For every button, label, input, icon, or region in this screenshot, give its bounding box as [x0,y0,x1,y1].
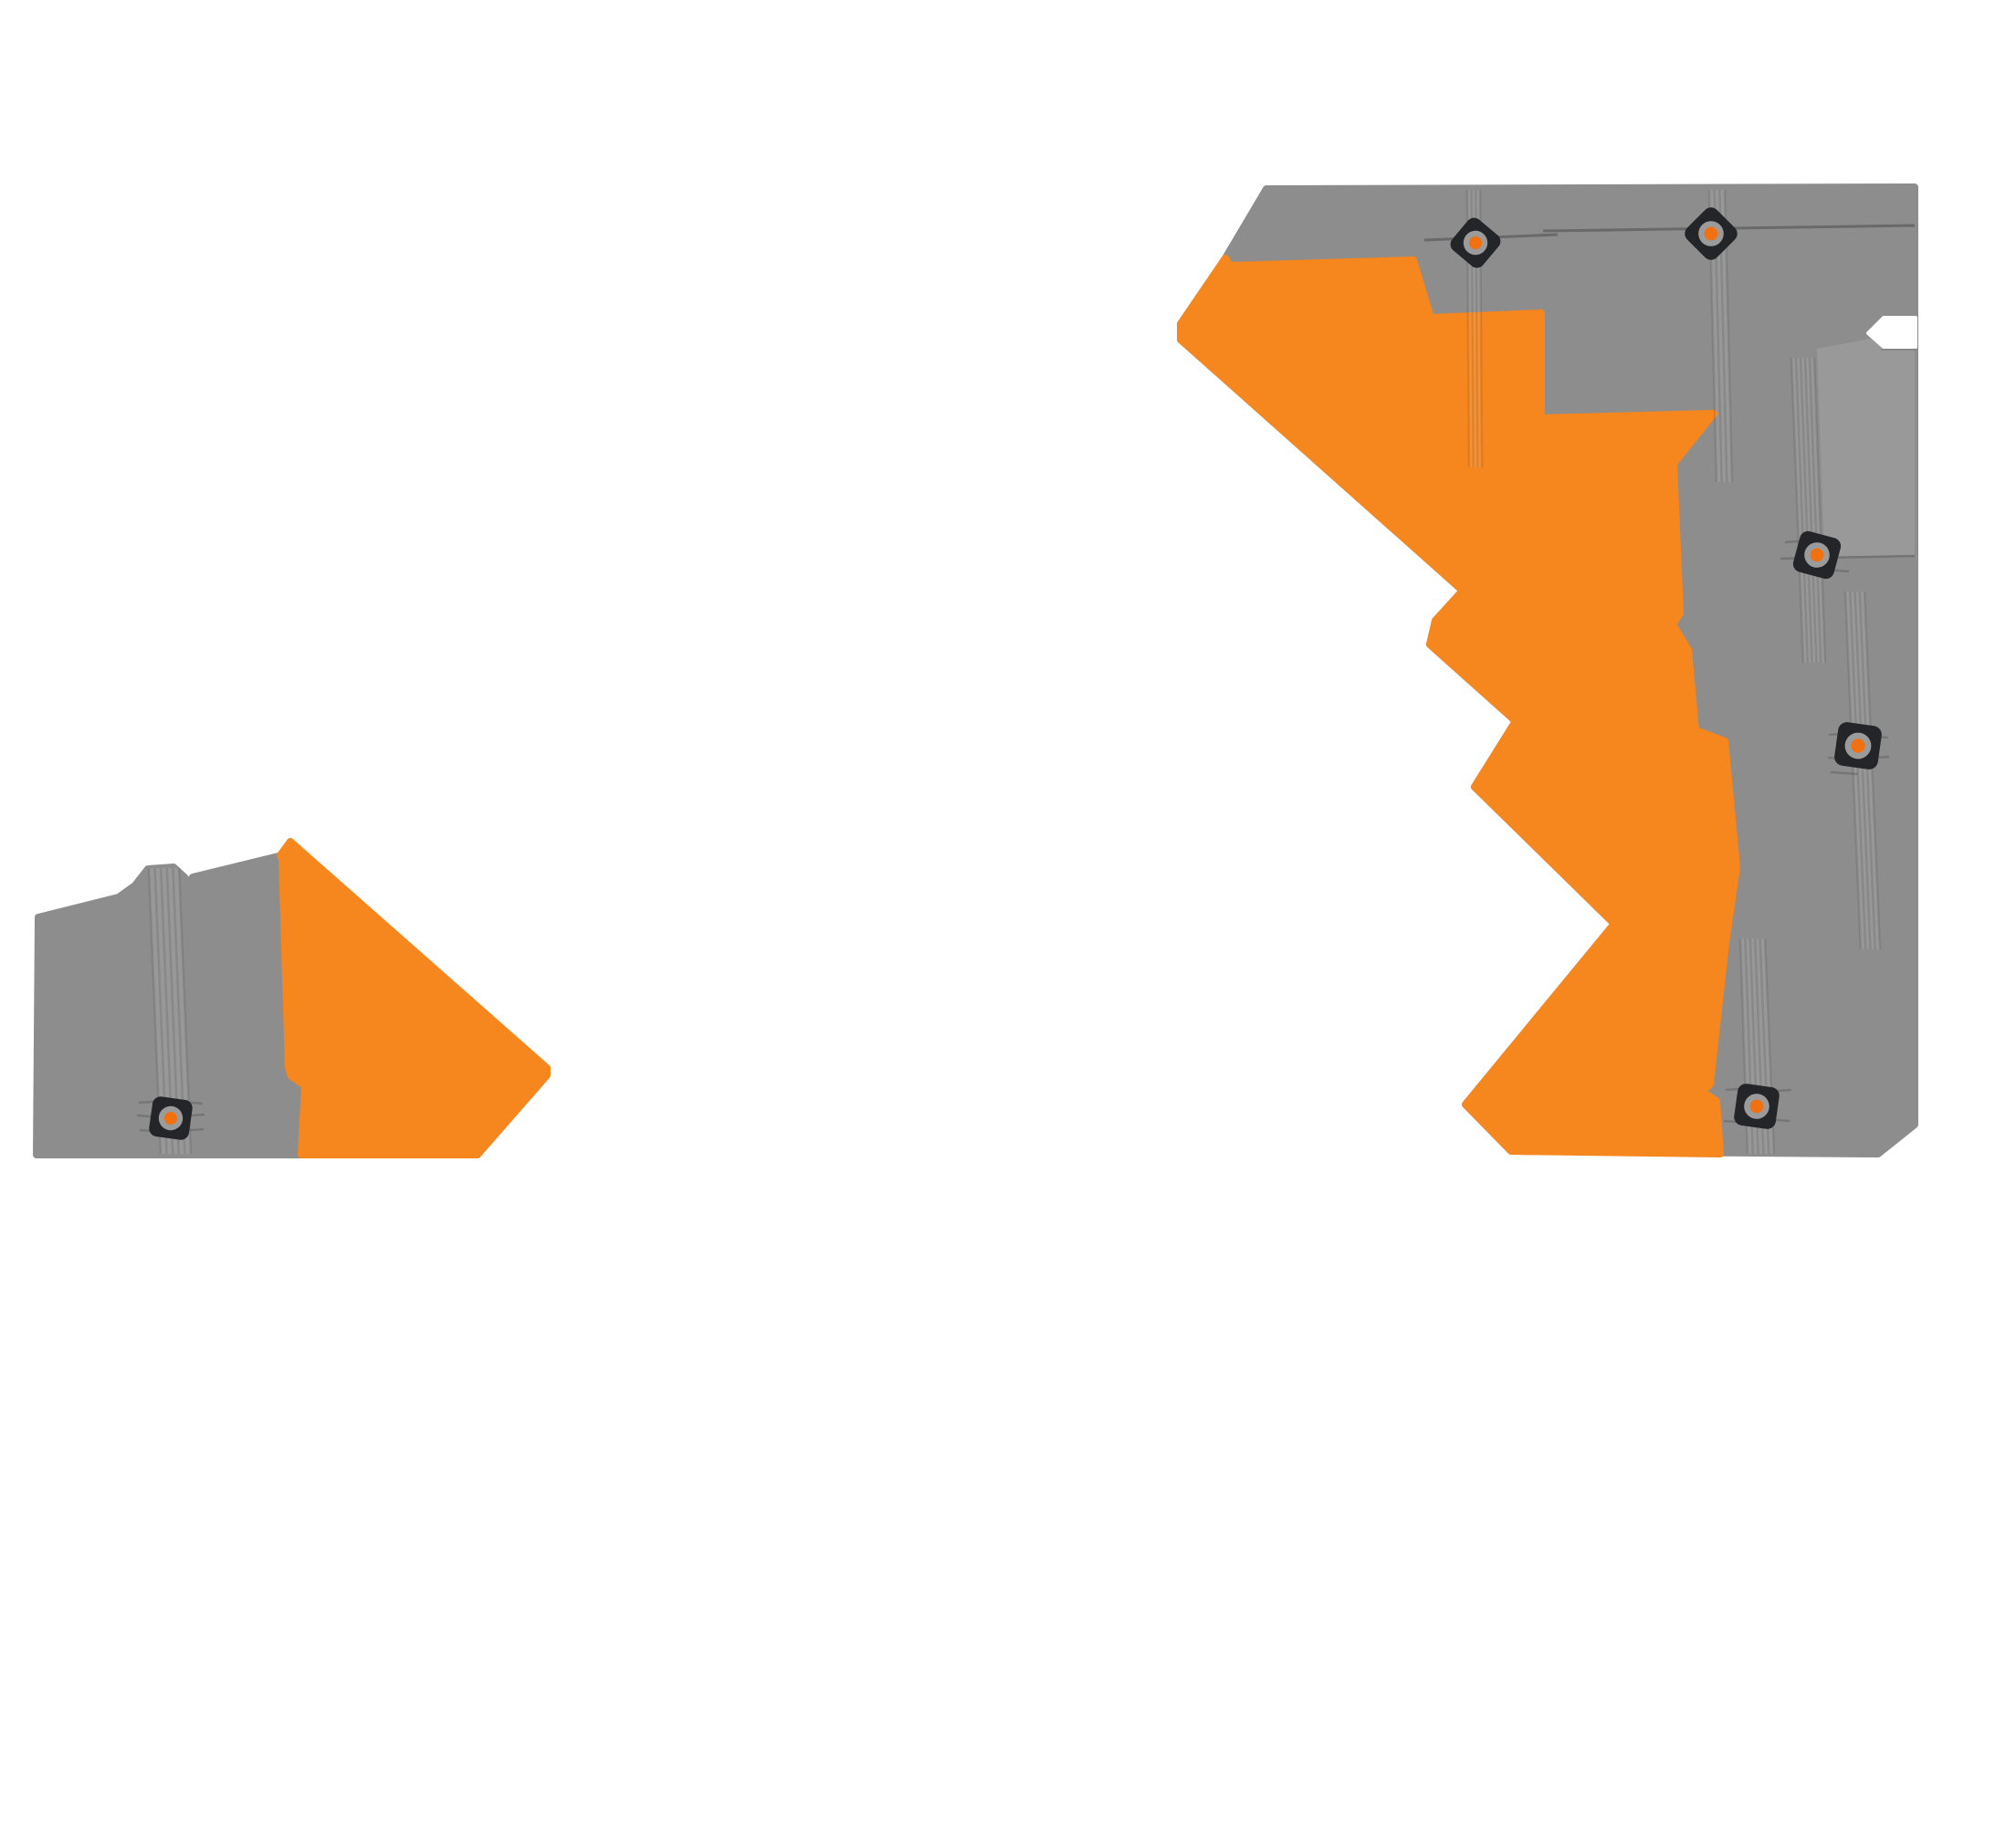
waypoint-marker-6[interactable] [148,1095,194,1141]
light-panel-right [1817,330,1915,557]
waypoint-marker-4[interactable] [1833,721,1883,770]
road-band-far-right-stripe [1843,591,1863,950]
waypoint-marker-3-dot-icon [1810,548,1824,562]
zone-highlight-right [1177,255,1740,1157]
waypoint-marker-5-dot-icon [1749,1099,1764,1114]
waypoint-marker-4-dot-icon [1851,738,1865,753]
waypoint-marker-2-dot-icon [1704,226,1718,241]
road-band-far-right [1845,592,1880,949]
waypoint-marker-1-dot-icon [1468,236,1483,250]
edge-arrow-notch [1866,316,1917,349]
waypoint-marker-2[interactable] [1681,204,1740,263]
road-band-mid-right [1791,358,1825,663]
road-band-far-right-stripe [1849,591,1867,950]
road-band-far-right-stripe [1858,591,1876,950]
waypoint-marker-1[interactable] [1447,215,1504,271]
waypoint-marker-6-dot-icon [163,1111,178,1126]
road-band-top-b [1709,190,1732,482]
road-band-far-right-stripe [1863,591,1882,950]
road-band-mid-right-stripe [1790,357,1805,664]
road-band-far-right-stripe [1853,591,1872,950]
waypoint-marker-3[interactable] [1791,529,1843,581]
road-band-mid-right-stripe [1808,357,1822,664]
waypoint-marker-5[interactable] [1733,1083,1780,1130]
road-band-mid-right-stripe [1794,357,1810,664]
zone-highlight-left [277,838,551,1158]
road-tick-7 [1830,770,1859,776]
road-band-left-cluster [149,868,191,1154]
road-band-mid-right-stripe [1812,357,1827,664]
road-band-mid-right-stripe [1803,357,1818,664]
road-band-mid-right-stripe [1799,357,1813,664]
